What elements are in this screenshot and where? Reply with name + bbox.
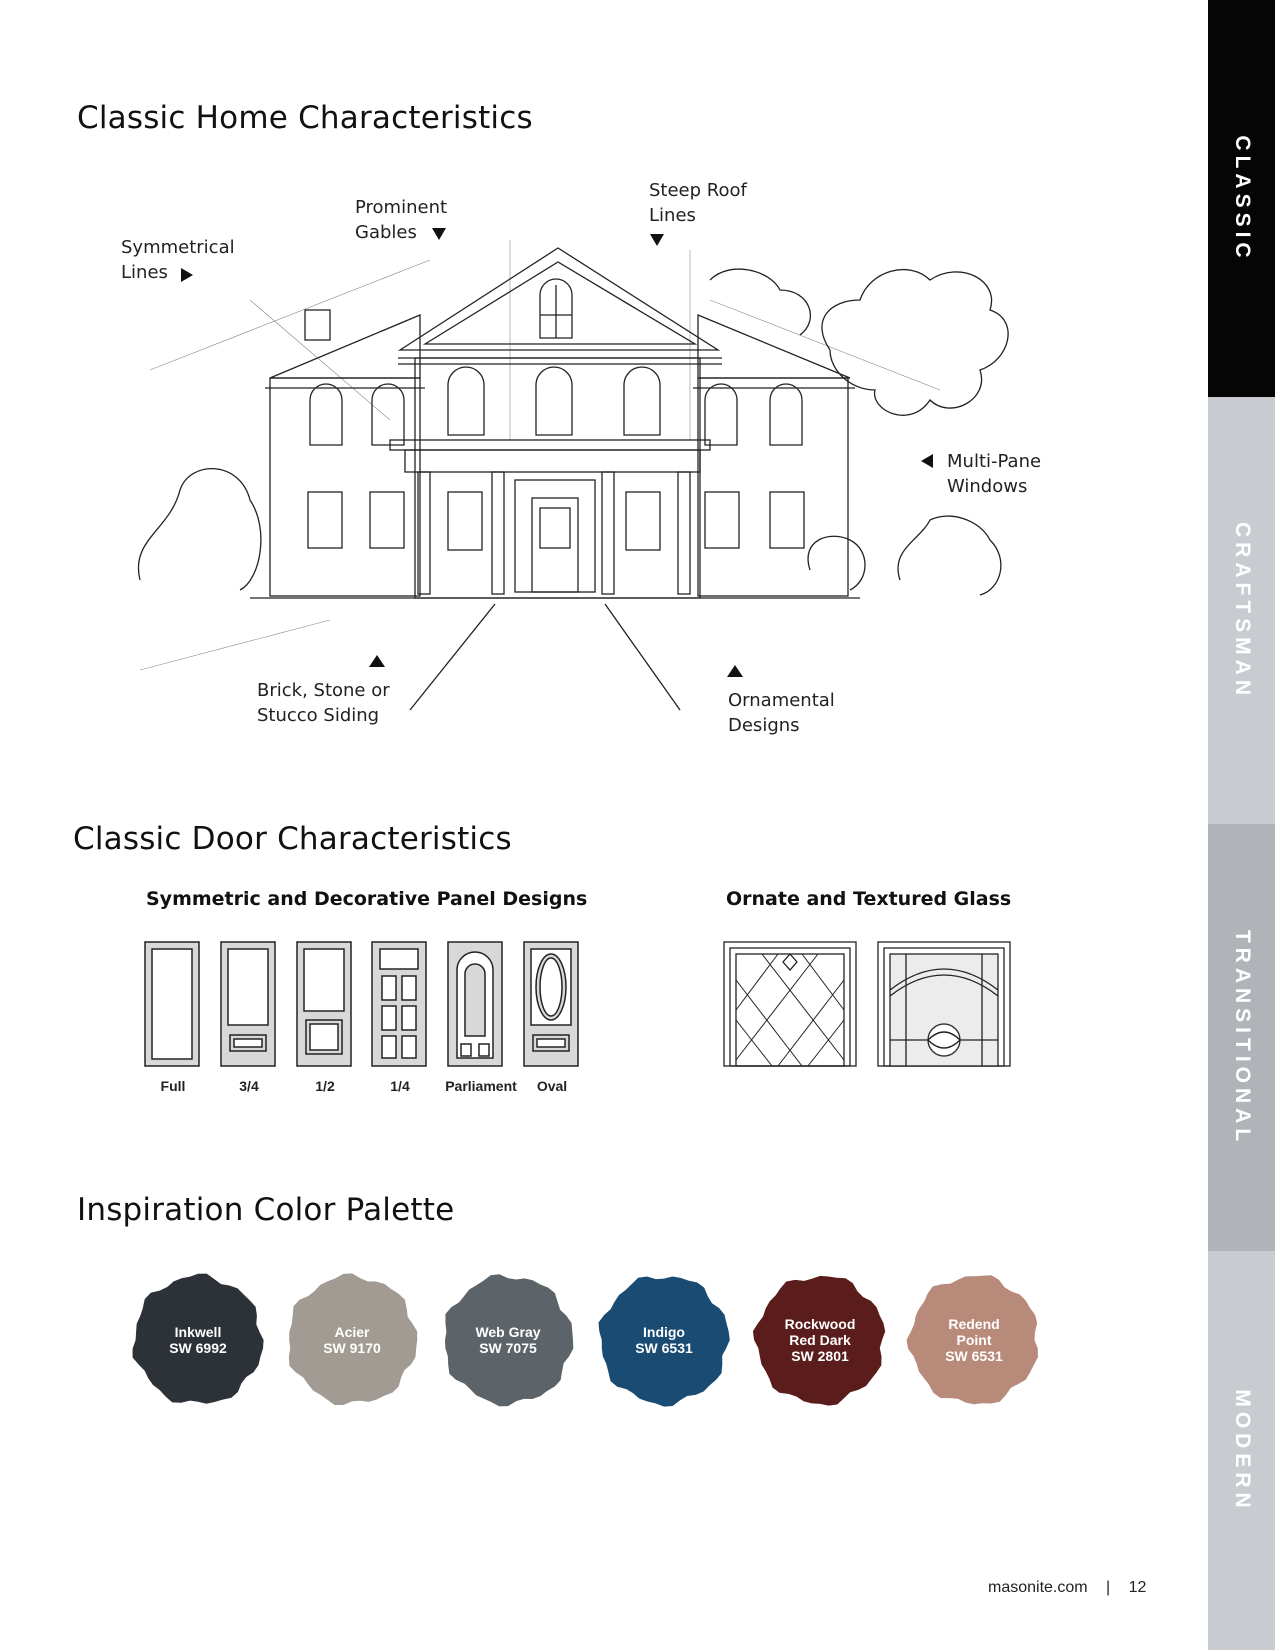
swatch-label-line: Indigo <box>643 1324 685 1340</box>
swatch-circle <box>132 1273 264 1404</box>
door-half <box>296 941 352 1067</box>
door-panels <box>144 941 579 1067</box>
tab-classic-label: CLASSIC <box>1230 134 1254 263</box>
palette-heading: Inspiration Color Palette <box>77 1192 455 1228</box>
swatch-circle <box>445 1274 574 1407</box>
tab-modern[interactable]: MODERN <box>1208 1251 1275 1650</box>
swatch-label-line: Web Gray <box>475 1324 541 1340</box>
door-parliament <box>447 941 503 1067</box>
swatch-circle <box>598 1276 730 1407</box>
tab-classic[interactable]: CLASSIC <box>1208 0 1275 397</box>
door-full <box>144 941 200 1067</box>
arrow-right-icon <box>181 268 193 282</box>
swatch-label-line: Acier <box>334 1324 370 1340</box>
home-heading: Classic Home Characteristics <box>77 100 533 136</box>
arrow-left-icon <box>921 454 933 468</box>
arrow-down-icon <box>650 234 664 246</box>
door-quarter <box>371 941 427 1067</box>
swatch-label-line: Red Dark <box>789 1332 851 1348</box>
door-caption-oval: Oval <box>536 1078 568 1094</box>
house-sketch <box>137 240 1009 711</box>
door-caption-half: 1/2 <box>315 1078 335 1094</box>
tab-transitional-label: TRANSITIONAL <box>1230 929 1254 1146</box>
tab-transitional[interactable]: TRANSITIONAL <box>1208 824 1275 1251</box>
door-caption-parliament: Parliament <box>445 1078 517 1094</box>
panel-designs-title: Symmetric and Decorative Panel Designs <box>146 888 588 910</box>
swatch-circle <box>752 1275 886 1406</box>
tab-modern-label: MODERN <box>1230 1388 1254 1513</box>
swatch-label-line: Redend <box>948 1316 1000 1332</box>
swatch-circle <box>288 1273 418 1405</box>
footer-separator: | <box>1106 1579 1111 1596</box>
swatch-label-line: SW 9170 <box>323 1340 381 1356</box>
door-caption-full: Full <box>160 1078 186 1094</box>
door-three-quarter <box>220 941 276 1067</box>
door-caption-quarter: 1/4 <box>390 1078 410 1094</box>
swatch-label-line: Rockwood <box>784 1316 856 1332</box>
glass-title: Ornate and Textured Glass <box>726 888 1012 910</box>
door-caption-three-quarter: 3/4 <box>239 1078 259 1094</box>
swatch-label-line: Point <box>956 1332 992 1348</box>
glass-textured-arch <box>877 941 1011 1067</box>
glass-leaded-diamond <box>723 941 857 1067</box>
tab-craftsman[interactable]: CRAFTSMAN <box>1208 397 1275 824</box>
swatch-label-line: SW 7075 <box>479 1340 537 1356</box>
door-heading: Classic Door Characteristics <box>73 821 512 857</box>
swatch-circle <box>906 1275 1038 1405</box>
footer: masonite.com | 12 <box>988 1579 1146 1597</box>
glass-samples <box>723 941 1011 1067</box>
swatch-label-line: SW 6531 <box>945 1348 1003 1364</box>
footer-site-link[interactable]: masonite.com <box>988 1579 1088 1596</box>
swatch-label-line: SW 6531 <box>635 1340 693 1356</box>
swatch-label-line: Inkwell <box>174 1324 222 1340</box>
swatch-label-line: SW 6992 <box>169 1340 227 1356</box>
arrow-down-icon <box>432 228 446 240</box>
door-oval <box>523 941 579 1067</box>
page-number: 12 <box>1128 1579 1147 1596</box>
arrow-up-icon <box>727 665 743 677</box>
swatch-label-line: SW 2801 <box>791 1348 849 1364</box>
arrow-up-icon <box>369 655 385 667</box>
tab-craftsman-label: CRAFTSMAN <box>1230 521 1254 700</box>
